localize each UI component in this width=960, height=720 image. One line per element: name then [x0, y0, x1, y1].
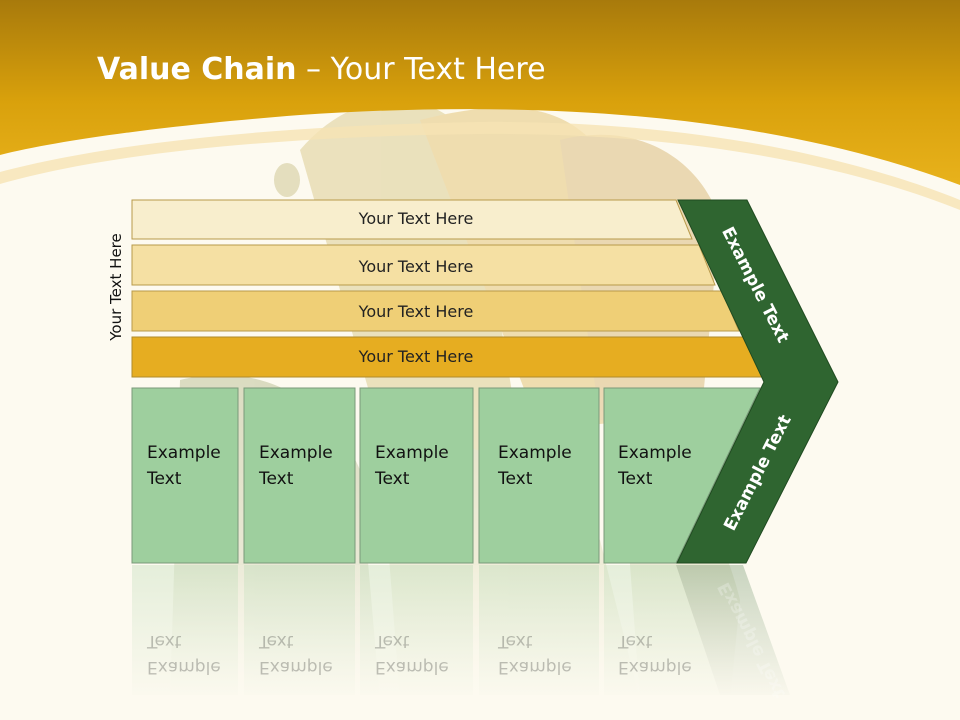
- box-label-1-line1: Example: [147, 443, 221, 463]
- chevron-shape: [676, 199, 839, 564]
- band-label-4: Your Text Here: [358, 347, 474, 366]
- box-label-5: Example Text: [618, 440, 692, 492]
- box-label-2-line2: Text: [259, 469, 294, 489]
- box-label-5-line2: Text: [618, 469, 653, 489]
- box-label-3-line1: Example: [375, 443, 449, 463]
- band-label-2: Your Text Here: [358, 257, 474, 276]
- box-label-4-line1: Example: [498, 443, 572, 463]
- box-shape-4: [478, 387, 600, 564]
- title-rest: – Your Text Here: [296, 52, 546, 87]
- box-label-3: Example Text: [375, 440, 449, 492]
- band-shape-1: [131, 199, 693, 240]
- box-label-1-line2: Text: [147, 469, 182, 489]
- box-shape-3: [359, 387, 474, 564]
- box-shape-5: [603, 387, 761, 564]
- box-label-3-line2: Text: [375, 469, 410, 489]
- band-shape-2: [131, 244, 716, 286]
- box-shape-2: [243, 387, 356, 564]
- box-shape-1: [131, 387, 239, 564]
- box-label-1: Example Text: [147, 440, 221, 492]
- box-label-5-line1: Example: [618, 443, 692, 463]
- box-label-4: Example Text: [498, 440, 572, 492]
- box-label-2: Example Text: [259, 440, 333, 492]
- band-label-3: Your Text Here: [358, 302, 474, 321]
- side-label: Your Text Here: [107, 233, 125, 341]
- box-label-4-line2: Text: [498, 469, 533, 489]
- slide-title: Value Chain – Your Text Here: [97, 52, 546, 87]
- title-bold: Value Chain: [97, 52, 297, 87]
- band-shape-3: [131, 290, 740, 332]
- box-label-2-line1: Example: [259, 443, 333, 463]
- band-label-1: Your Text Here: [358, 209, 474, 228]
